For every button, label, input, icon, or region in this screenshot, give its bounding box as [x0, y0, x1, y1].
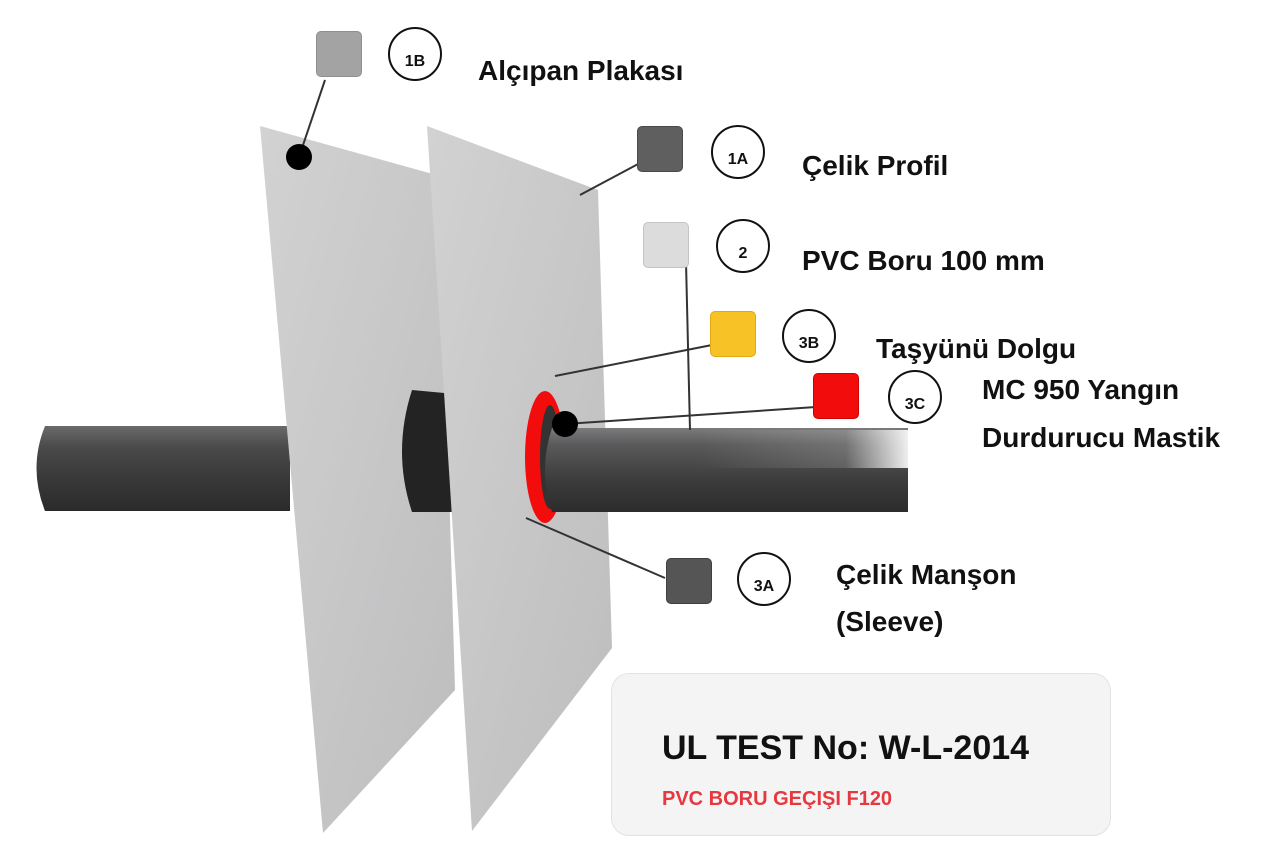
- label-3c-line2: Durdurucu Mastik: [982, 422, 1221, 453]
- swatch-1a: [637, 126, 683, 172]
- test-subtitle: PVC BORU GEÇIŞI F120: [662, 788, 893, 810]
- badge-1a: 1A: [711, 125, 765, 179]
- test-info-card: UL TEST No: W-L-2014 PVC BORU GEÇIŞI F12…: [611, 673, 1111, 836]
- swatch-3c: [813, 373, 859, 419]
- swatch-2: [643, 222, 689, 268]
- sleeve-cylinder: [402, 390, 455, 512]
- leader-lines: [298, 79, 817, 579]
- marker-dot-1b: [286, 144, 312, 170]
- swatch-3b: [710, 311, 756, 357]
- label-1a: Çelik Profil: [802, 150, 949, 181]
- drywall-panel-back: [260, 126, 455, 833]
- label-1b: Alçıpan Plakası: [478, 55, 684, 86]
- badge-3b: 3B: [782, 309, 836, 363]
- badge-3c: 3C: [888, 370, 942, 424]
- label-3b: Taşyünü Dolgu: [876, 333, 1077, 364]
- label-3a-line2: (Sleeve): [836, 606, 944, 637]
- label-3c-line1: MC 950 Yangın: [982, 374, 1180, 405]
- drywall-panel-front: [427, 126, 612, 831]
- label-2: PVC Boru 100 mm: [802, 245, 1045, 276]
- badge-1b: 1B: [388, 27, 442, 81]
- pipe-left-segment: [36, 426, 290, 511]
- test-number: UL TEST No: W-L-2014: [662, 729, 1030, 767]
- swatch-1b: [316, 31, 362, 77]
- badge-2: 2: [716, 219, 770, 273]
- pipe-highlight: [700, 430, 908, 468]
- marker-dot-3c: [552, 411, 578, 437]
- badge-3a: 3A: [737, 552, 791, 606]
- label-3a-line1: Çelik Manşon: [836, 559, 1017, 590]
- swatch-3a: [666, 558, 712, 604]
